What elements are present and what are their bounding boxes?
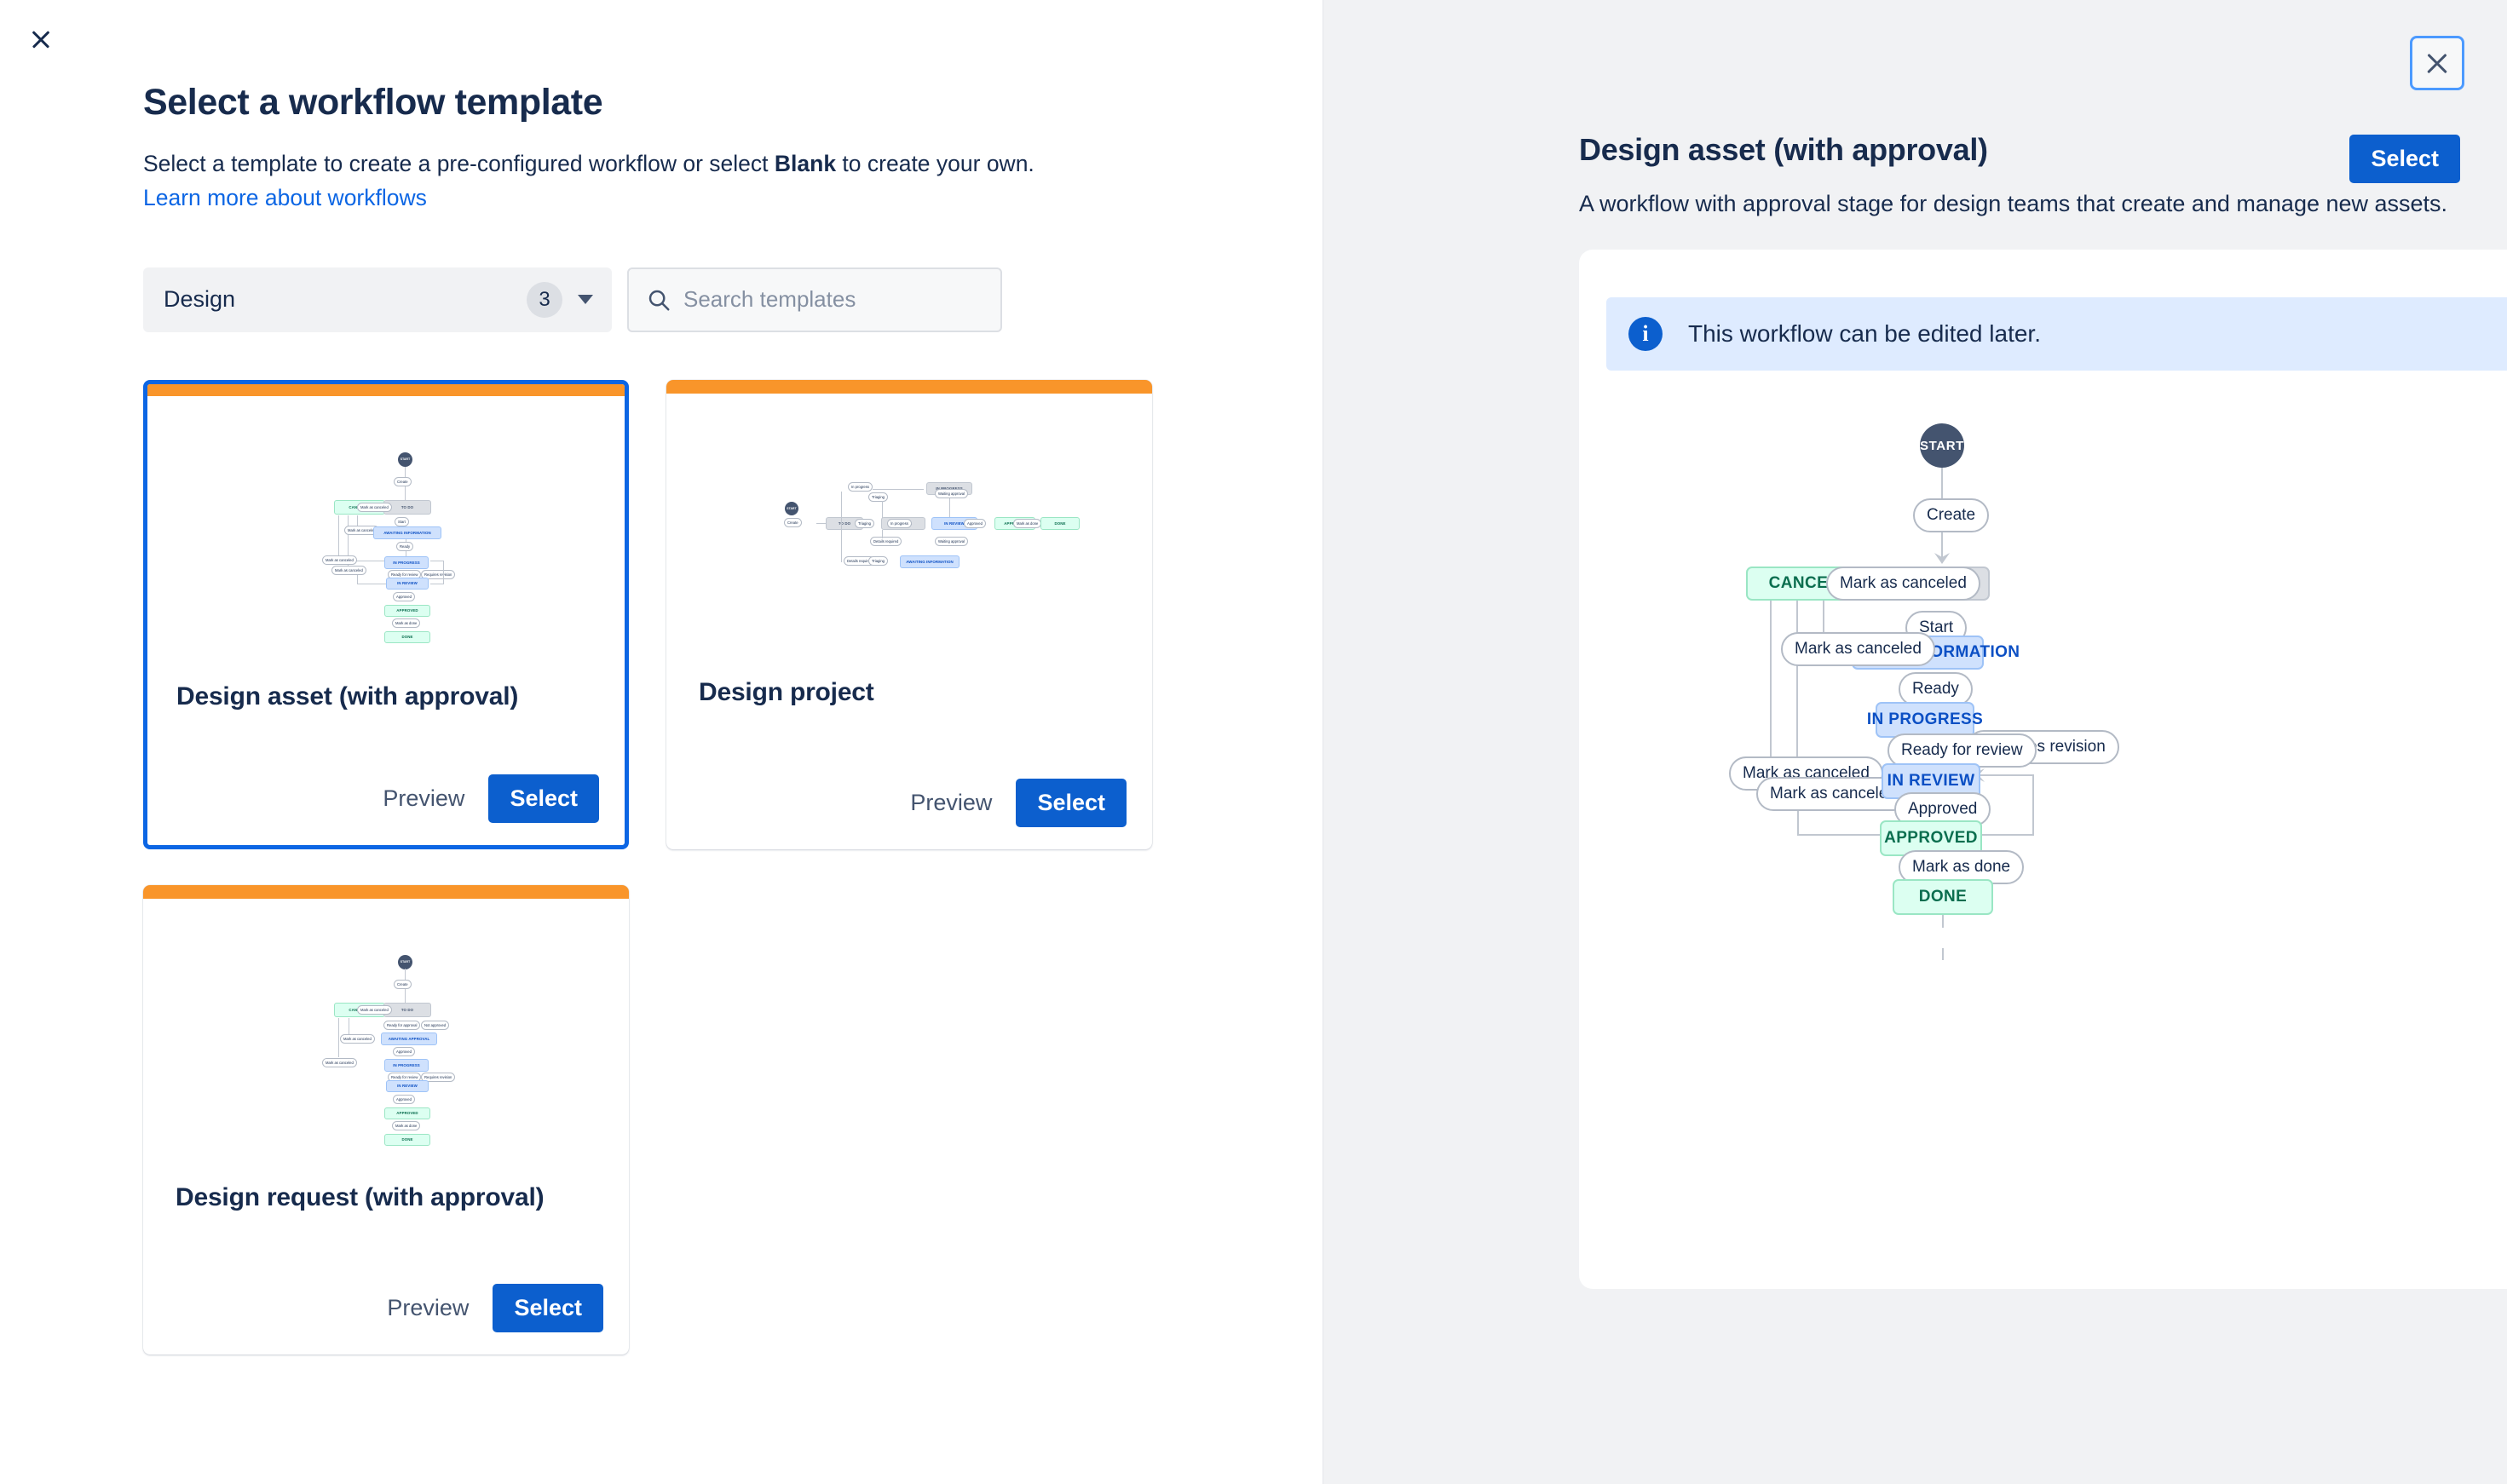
- status-node-in-progress[interactable]: IN PROGRESS: [1867, 702, 1983, 738]
- thumbnail-diagram: START Create TO DO Triaging PENDING In p…: [781, 470, 1080, 590]
- template-card-design-asset[interactable]: START Create CANCELED TO DO Mark as canc…: [143, 379, 629, 849]
- subtitle-blank-emphasis: Blank: [774, 151, 837, 177]
- close-dialog-button[interactable]: [17, 15, 65, 63]
- template-card-design-request[interactable]: START Create CANCELED TO DO Mark as canc…: [143, 884, 629, 1355]
- chevron-down-icon: [578, 295, 593, 305]
- edge-cancel-3: [1823, 594, 1824, 650]
- card-accent-bar: [666, 379, 1152, 394]
- template-preview-panel: Design asset (with approval) Select A wo…: [1323, 0, 2507, 1484]
- transition-mark-as-canceled-todo[interactable]: Mark as canceled: [1826, 567, 1980, 601]
- close-preview-button[interactable]: [2410, 36, 2464, 90]
- thumbnail-diagram: START Create CANCELED TO DO Mark as canc…: [309, 950, 463, 1146]
- edge-cancel2-horiz: [1797, 834, 1889, 836]
- edge-done-trans: [1942, 948, 1944, 960]
- edge-revision-top: [1978, 774, 2034, 776]
- arrow-to-todo: [1934, 553, 1950, 564]
- info-banner: i This workflow can be edited later.: [1606, 297, 2507, 371]
- category-dropdown-label: Design: [164, 286, 236, 313]
- preview-button[interactable]: Preview: [372, 1284, 484, 1332]
- search-templates-box[interactable]: [627, 267, 1002, 332]
- card-title: Design project: [699, 677, 874, 706]
- left-panel-content: Select a workflow template Select a temp…: [143, 82, 1277, 1355]
- card-accent-bar: [143, 884, 629, 899]
- card-title: Design asset (with approval): [176, 682, 519, 710]
- select-button[interactable]: Select: [493, 1283, 603, 1332]
- card-actions: Preview Select: [895, 778, 1127, 827]
- search-icon: [648, 290, 670, 311]
- info-banner-text: This workflow can be edited later.: [1688, 320, 2041, 347]
- edge-cancel-1: [1770, 594, 1772, 774]
- close-icon: [30, 28, 52, 50]
- search-input[interactable]: [683, 286, 983, 313]
- template-list-panel: Select a workflow template Select a temp…: [0, 0, 1323, 1484]
- category-count-badge: 3: [527, 281, 562, 318]
- card-actions: Preview Select: [367, 774, 599, 823]
- status-node-start[interactable]: START: [1920, 423, 1964, 468]
- subtitle-text-after: to create your own.: [836, 151, 1034, 177]
- select-button[interactable]: Select: [488, 774, 599, 823]
- page-subtitle: Select a template to create a pre-config…: [143, 147, 1277, 180]
- edge-approved-done: [1942, 914, 1944, 928]
- edge-cancel-2: [1796, 594, 1798, 798]
- learn-more-link[interactable]: Learn more about workflows: [143, 184, 427, 210]
- preview-description: A workflow with approval stage for desig…: [1579, 191, 2448, 216]
- transition-mark-as-done[interactable]: Mark as done: [1899, 850, 2025, 884]
- preview-diagram-card: i This workflow can be edited later.: [1579, 250, 2507, 1289]
- select-button[interactable]: Select: [1016, 778, 1127, 827]
- card-title: Design request (with approval): [176, 1182, 545, 1211]
- thumbnail-diagram: START Create CANCELED TO DO Mark as canc…: [309, 447, 463, 643]
- card-thumbnail-design-project: START Create TO DO Triaging PENDING In p…: [666, 394, 1152, 666]
- preview-title: Design asset (with approval): [1579, 132, 1988, 167]
- template-card-design-project[interactable]: START Create TO DO Triaging PENDING In p…: [666, 379, 1152, 849]
- preview-button[interactable]: Preview: [367, 774, 480, 823]
- status-node-done[interactable]: DONE: [1893, 879, 1993, 915]
- template-cards-grid: START Create CANCELED TO DO Mark as canc…: [143, 379, 1277, 1355]
- transition-ready[interactable]: Ready: [1899, 672, 1973, 706]
- category-dropdown[interactable]: Design 3: [143, 267, 612, 332]
- card-thumbnail-design-request: START Create CANCELED TO DO Mark as canc…: [143, 899, 629, 1171]
- transition-mark-as-canceled-inreview[interactable]: Mark as canceled: [1756, 777, 1911, 811]
- filter-row: Design 3: [143, 267, 1277, 332]
- card-thumbnail-design-asset: START Create CANCELED TO DO Mark as canc…: [147, 396, 625, 669]
- close-icon: [2424, 50, 2450, 76]
- card-actions: Preview Select: [372, 1283, 603, 1332]
- workflow-diagram: START Create CANCELED TO DO Mark as canc…: [1579, 250, 2507, 1289]
- info-icon: i: [1628, 317, 1663, 351]
- edge-start-create: [1941, 467, 1943, 501]
- edge-revision-bottom: [1976, 834, 2034, 836]
- card-accent-bar: [147, 383, 625, 396]
- edge-revision-vert: [2032, 774, 2034, 836]
- preview-button[interactable]: Preview: [895, 779, 1007, 827]
- transition-mark-as-canceled-awaiting[interactable]: Mark as canceled: [1781, 632, 1935, 666]
- page-title: Select a workflow template: [143, 82, 603, 123]
- subtitle-text-before: Select a template to create a pre-config…: [143, 151, 775, 177]
- transition-create[interactable]: Create: [1913, 498, 1990, 532]
- edge-create-todo: [1941, 520, 1943, 561]
- edge-cancel2-vert: [1797, 798, 1799, 834]
- transition-ready-for-review[interactable]: Ready for review: [1887, 733, 2037, 768]
- preview-select-button[interactable]: Select: [2349, 135, 2460, 183]
